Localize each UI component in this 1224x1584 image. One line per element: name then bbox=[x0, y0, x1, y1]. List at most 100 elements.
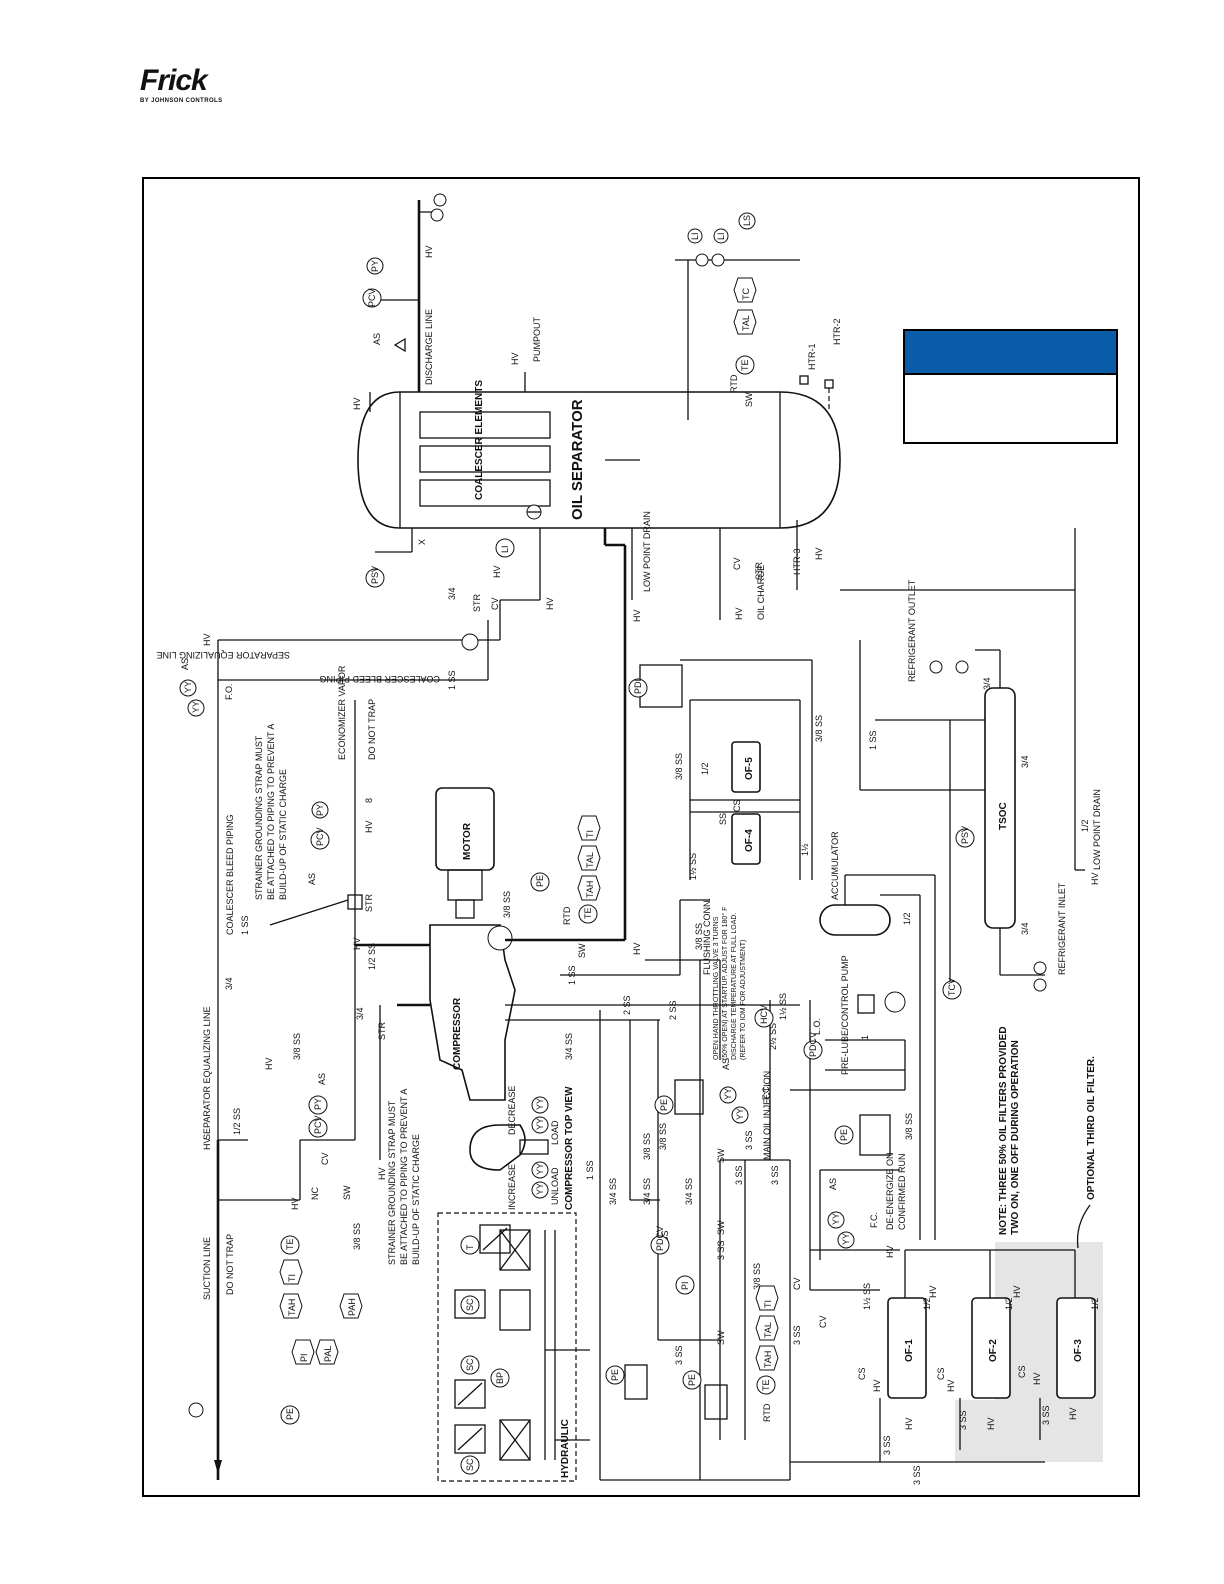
svg-text:SW: SW bbox=[716, 1148, 726, 1163]
svg-text:PCV: PCV bbox=[313, 1115, 323, 1134]
svg-text:1 SS: 1 SS bbox=[240, 915, 250, 935]
coalescer-label: COALESCER ELEMENTS bbox=[474, 380, 485, 500]
svg-text:3/8 SS: 3/8 SS bbox=[658, 1123, 668, 1150]
svg-text:3/4: 3/4 bbox=[447, 587, 457, 600]
level-column: LI LI LS TE TAL TC RTD SW HTR-1 HTR-2 HT… bbox=[675, 212, 842, 590]
svg-text:CV: CV bbox=[818, 1315, 828, 1328]
svg-text:CV: CV bbox=[490, 597, 500, 610]
of5-label: OF-5 bbox=[744, 757, 755, 780]
svg-text:LI: LI bbox=[690, 232, 700, 240]
svg-text:HV: HV bbox=[946, 1379, 956, 1392]
svg-text:3 SS: 3 SS bbox=[770, 1165, 780, 1185]
svg-text:2½ SS: 2½ SS bbox=[768, 1023, 778, 1050]
svg-text:CV: CV bbox=[792, 1277, 802, 1290]
svg-text:3/8 SS: 3/8 SS bbox=[642, 1133, 652, 1160]
svg-text:LS: LS bbox=[742, 215, 752, 226]
discharge-line: DISCHARGE LINE HV PCV PY AS HV PUMPOUT H… bbox=[352, 193, 542, 412]
svg-text:HTR-3: HTR-3 bbox=[792, 549, 802, 576]
svg-text:3 SS: 3 SS bbox=[744, 1130, 754, 1150]
strainer-note-1: STRAINER GROUNDING STRAP MUST BE ATTACHE… bbox=[254, 722, 288, 900]
svg-text:YY: YY bbox=[535, 1183, 545, 1195]
svg-text:T: T bbox=[465, 1244, 475, 1250]
svg-text:X: X bbox=[417, 539, 427, 545]
svg-text:PE: PE bbox=[687, 1374, 697, 1386]
svg-text:PCV: PCV bbox=[367, 288, 377, 307]
compressor-top-view-label: COMPRESSOR TOP VIEW bbox=[564, 1086, 575, 1210]
svg-text:HV: HV bbox=[510, 352, 520, 365]
diagram-frame bbox=[142, 177, 1140, 1497]
svg-text:CS: CS bbox=[936, 1367, 946, 1380]
svg-text:3/8 SS: 3/8 SS bbox=[752, 1263, 762, 1290]
pumpout-label: PUMPOUT bbox=[532, 316, 542, 362]
svg-text:1/2: 1/2 bbox=[1090, 1297, 1100, 1310]
compressor-label: COMPRESSOR bbox=[452, 997, 463, 1070]
suction-line-label: SUCTION LINE bbox=[202, 1237, 212, 1300]
svg-text:PE: PE bbox=[535, 875, 545, 887]
svg-text:CV: CV bbox=[732, 557, 742, 570]
svg-text:TAL: TAL bbox=[585, 852, 595, 868]
svg-text:HV: HV bbox=[632, 609, 642, 622]
svg-text:PY: PY bbox=[315, 804, 325, 816]
svg-text:PE: PE bbox=[285, 1408, 295, 1420]
svg-text:STR: STR bbox=[364, 893, 374, 912]
refrigerant-inlet-label: REFRIGERANT INLET bbox=[1057, 882, 1067, 975]
svg-text:1½: 1½ bbox=[800, 843, 810, 856]
svg-text:PDI: PDI bbox=[633, 679, 643, 694]
load-label: LOAD bbox=[550, 1120, 560, 1145]
svg-text:HV: HV bbox=[202, 633, 212, 646]
svg-text:3/4 SS: 3/4 SS bbox=[564, 1033, 574, 1060]
svg-text:RTD: RTD bbox=[729, 374, 739, 393]
svg-text:HV: HV bbox=[1090, 872, 1100, 885]
svg-text:3 SS: 3 SS bbox=[734, 1165, 744, 1185]
svg-text:HV: HV bbox=[290, 1197, 300, 1210]
svg-text:RTD: RTD bbox=[562, 906, 572, 925]
hydraulic-block: HYDRAULIC SC SC SC T BP bbox=[437, 1212, 590, 1482]
svg-text:RTD: RTD bbox=[762, 1403, 772, 1422]
compressor-top-view: YY YY YY YY DECREASE INCREASE LOAD UNLOA… bbox=[469, 1085, 595, 1210]
of4-label: OF-4 bbox=[744, 829, 755, 852]
svg-text:3/4 SS: 3/4 SS bbox=[642, 1178, 652, 1205]
svg-text:YY: YY bbox=[723, 1088, 733, 1100]
flushing-label: FLUSHING CONN. bbox=[702, 898, 712, 975]
svg-text:3 SS: 3 SS bbox=[674, 1345, 684, 1365]
svg-text:3/8 SS: 3/8 SS bbox=[292, 1033, 302, 1060]
svg-text:HV: HV bbox=[1012, 1285, 1022, 1298]
svg-text:HV: HV bbox=[424, 245, 434, 258]
svg-text:1/2: 1/2 bbox=[922, 1297, 932, 1310]
svg-text:TE: TE bbox=[583, 907, 593, 919]
svg-text:3/4 SS: 3/4 SS bbox=[684, 1178, 694, 1205]
svg-text:1½ SS: 1½ SS bbox=[778, 993, 788, 1020]
svg-text:HV: HV bbox=[1032, 1372, 1042, 1385]
low-point-drain-label: LOW POINT DRAIN bbox=[642, 511, 652, 592]
main-oil-injection-label: MAIN OIL INJECTION bbox=[762, 1071, 772, 1160]
motor: MOTOR bbox=[435, 787, 495, 919]
svg-text:SW: SW bbox=[744, 392, 754, 407]
svg-text:PAL: PAL bbox=[323, 1346, 333, 1362]
svg-text:HV: HV bbox=[545, 597, 555, 610]
svg-text:F.O.: F.O. bbox=[224, 683, 234, 700]
svg-text:HV: HV bbox=[202, 1137, 212, 1150]
svg-text:YY: YY bbox=[841, 1233, 851, 1245]
motor-label: MOTOR bbox=[462, 822, 473, 860]
svg-text:PI: PI bbox=[299, 1353, 309, 1362]
low-point-drain: LOW POINT DRAIN HV CV STR HV OIL CHARGE bbox=[631, 511, 766, 622]
svg-text:HV: HV bbox=[734, 607, 744, 620]
svg-text:TCV: TCV bbox=[947, 978, 957, 996]
svg-text:1½ SS: 1½ SS bbox=[688, 853, 698, 880]
refrigerant-outlet-label: REFRIGERANT OUTLET bbox=[907, 579, 917, 682]
svg-text:TAH: TAH bbox=[585, 881, 595, 898]
svg-text:3/4 SS: 3/4 SS bbox=[608, 1178, 618, 1205]
increase-label: INCREASE bbox=[507, 1164, 517, 1210]
svg-text:CV: CV bbox=[320, 1152, 330, 1165]
svg-text:3 SS: 3 SS bbox=[912, 1465, 922, 1485]
svg-text:3/4: 3/4 bbox=[355, 1007, 365, 1020]
tsoc-label: TSOC bbox=[998, 802, 1009, 830]
svg-text:TE: TE bbox=[740, 359, 750, 371]
svg-text:AS: AS bbox=[721, 1058, 731, 1070]
optional-filter-note: OPTIONAL THIRD OIL FILTER. bbox=[1086, 1056, 1097, 1200]
deenergize-valve: PE 3/8 SS AS YY YY F.C. DE-ENERGIZE ON C… bbox=[819, 1113, 914, 1260]
legend-header bbox=[905, 331, 1116, 375]
svg-text:SC: SC bbox=[465, 1458, 475, 1471]
svg-text:AS: AS bbox=[372, 333, 382, 345]
svg-text:STR: STR bbox=[472, 593, 482, 612]
